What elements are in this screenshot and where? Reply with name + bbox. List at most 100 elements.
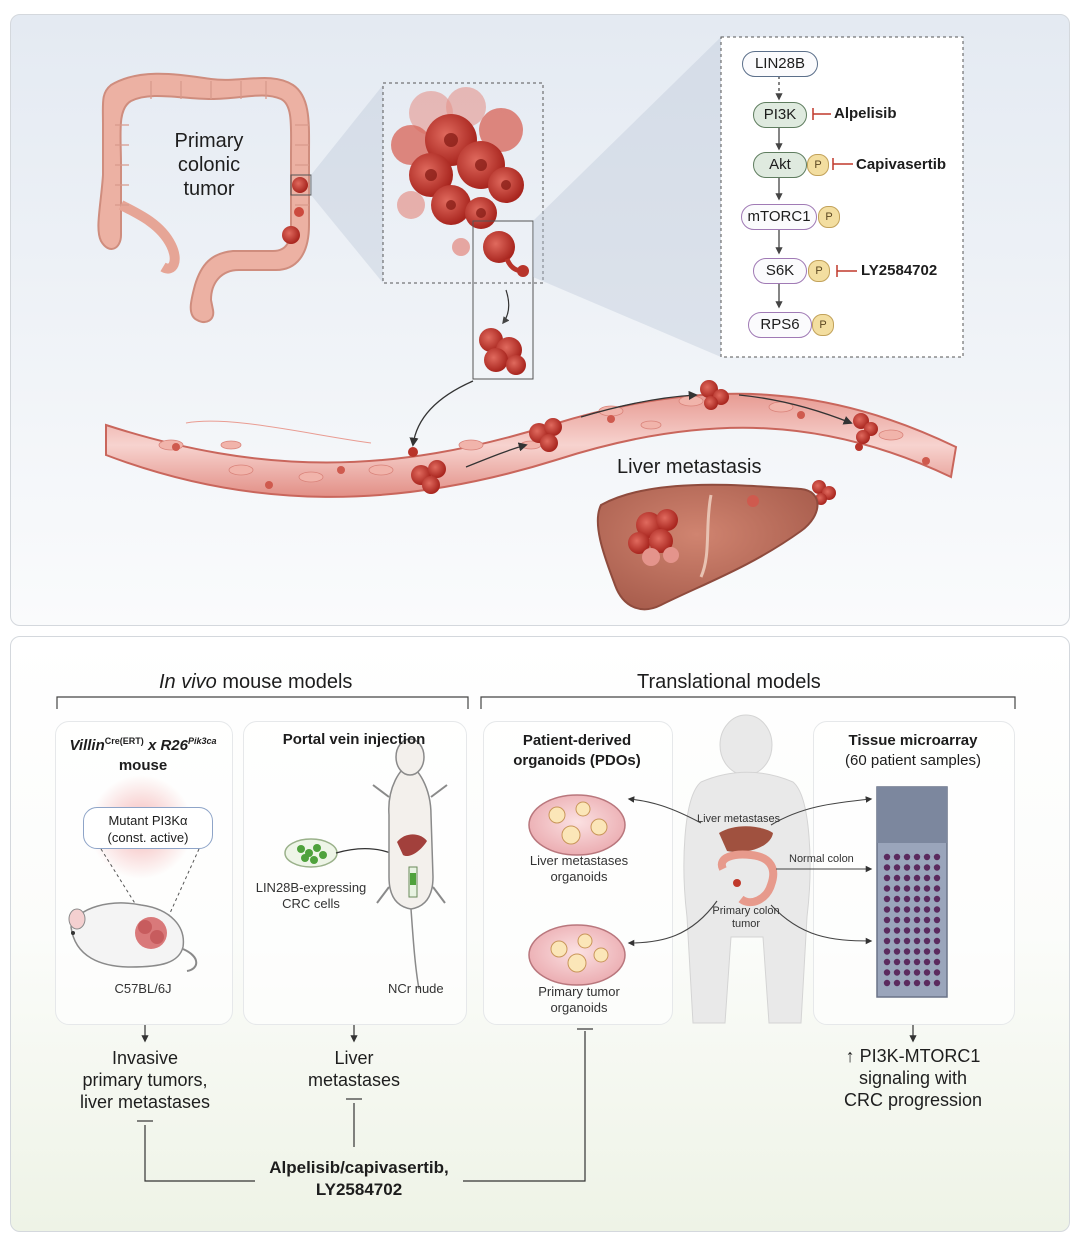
tma-core [933,979,941,987]
tma-core [923,916,931,924]
villin-title: VillinCre(ERT) x R26Pik3ca mouse [55,731,231,776]
tma-subtitle: (60 patient samples) [845,752,981,769]
tma-core [923,874,931,882]
villin-outcome-2: primary tumors, [82,1070,208,1090]
tma-core [933,927,941,934]
tma-core [893,916,901,924]
tma-core [933,969,941,976]
tma-core [903,853,911,861]
tma-core [893,958,901,966]
phospho-rps6: P [812,314,834,336]
tma-outcome-1: ↑ PI3K-MTORC1 [845,1046,981,1066]
tma-core [903,927,911,934]
tma-core [923,853,931,861]
tma-core [893,885,901,892]
tma-core [903,937,911,945]
tumor-cluster [391,87,524,256]
liver-illustration [596,483,819,611]
tma-core [933,853,941,861]
villin-title-c: mouse [118,757,168,774]
tma-core [903,969,911,976]
tma-core [893,969,901,976]
tma-core [923,969,931,976]
primary-tumor-label: Primary colonic tumor [159,129,259,201]
tma-core [883,895,891,903]
in-vivo-header: In vivo mouse models [159,671,352,694]
tma-core [893,948,901,955]
tma-core [883,937,891,945]
body-label-primary-2: tumor [731,918,761,930]
tma-core [903,906,911,913]
tma-core [923,927,931,934]
translational-header: Translational models [637,671,821,693]
phospho-mtorc1: P [818,206,840,228]
villin-strain: C57BL/6J [114,981,172,996]
villin-title-b: x R26 [143,737,188,754]
top-illustration [97,36,964,611]
tma-core [903,864,911,871]
tma-core [913,979,921,987]
primary-tumor-line-2: colonic [177,154,241,176]
top-panel: Primary colonic tumor Liver metastasis L… [10,14,1070,626]
primary-organoid-dish [528,924,626,986]
node-akt: Akt [753,152,807,178]
drugs-line-2: LY2584702 [315,1180,403,1199]
tma-core [933,958,941,966]
pdo-card [483,721,673,1025]
tma-core [903,948,911,955]
tma-core [883,906,891,913]
tma-core [883,853,891,861]
tma-core [883,864,891,871]
bubble-line-2: (const. active) [107,830,189,845]
tma-core [883,916,891,924]
tma-core [893,853,901,861]
tma-core [913,937,921,945]
portal-cells-label: LIN28B-expressing CRC cells [251,880,371,912]
node-s6k: S6K [753,258,807,284]
bottom-panel: In vivo mouse models Translational model… [10,636,1070,1232]
phospho-akt: P [807,154,829,176]
tma-core [883,979,891,987]
body-label-normal: Normal colon [789,853,854,865]
tma-core [913,927,921,934]
tma-outcome-2: signaling with [858,1068,968,1088]
portal-cells-line-1: LIN28B-expressing [255,880,367,895]
drug-capivasertib: Capivasertib [856,156,947,173]
tma-core [893,906,901,913]
in-vivo-header-rest: mouse models [216,671,353,693]
tma-core [913,958,921,966]
tma-core [933,895,941,903]
tma-outcome-3: CRC progression [843,1090,983,1110]
tma-core [933,948,941,955]
primary-tumor-line-3: tumor [183,178,235,200]
villin-outcome-1: Invasive [111,1048,179,1068]
phospho-s6k: P [808,260,830,282]
tma-core [933,874,941,882]
tma-core [933,916,941,924]
tma-core [903,958,911,966]
villin-outcome-3: liver metastases [79,1092,211,1112]
tma-core [913,895,921,903]
node-mtorc1: mTORC1 [741,204,817,230]
human-silhouette [683,714,811,1024]
mutant-pi3k-bubble: Mutant PI3Kα (const. active) [83,807,213,849]
bottom-illustration [56,696,1016,1182]
tma-core [913,969,921,976]
drugs-line-1: Alpelisib/capivasertib, [269,1158,449,1177]
portal-cells-line-2: CRC cells [282,896,340,911]
tma-core [913,948,921,955]
tma-core [913,906,921,913]
drug-ly2584702: LY2584702 [861,262,938,279]
tma-title: Tissue microarray [848,732,978,749]
nude-mouse-illustration [372,738,448,990]
tma-core [903,874,911,882]
tma-core [903,885,911,892]
tma-core [883,969,891,976]
tma-core [913,885,921,892]
tma-core [903,916,911,924]
tma-core [933,864,941,871]
tma-core [893,979,901,987]
primary-tumor-line-1: Primary [174,130,244,152]
tma-outcome: ↑ PI3K-MTORC1 signaling with CRC progres… [813,1045,1013,1111]
drug-alpelisib: Alpelisib [834,105,897,122]
